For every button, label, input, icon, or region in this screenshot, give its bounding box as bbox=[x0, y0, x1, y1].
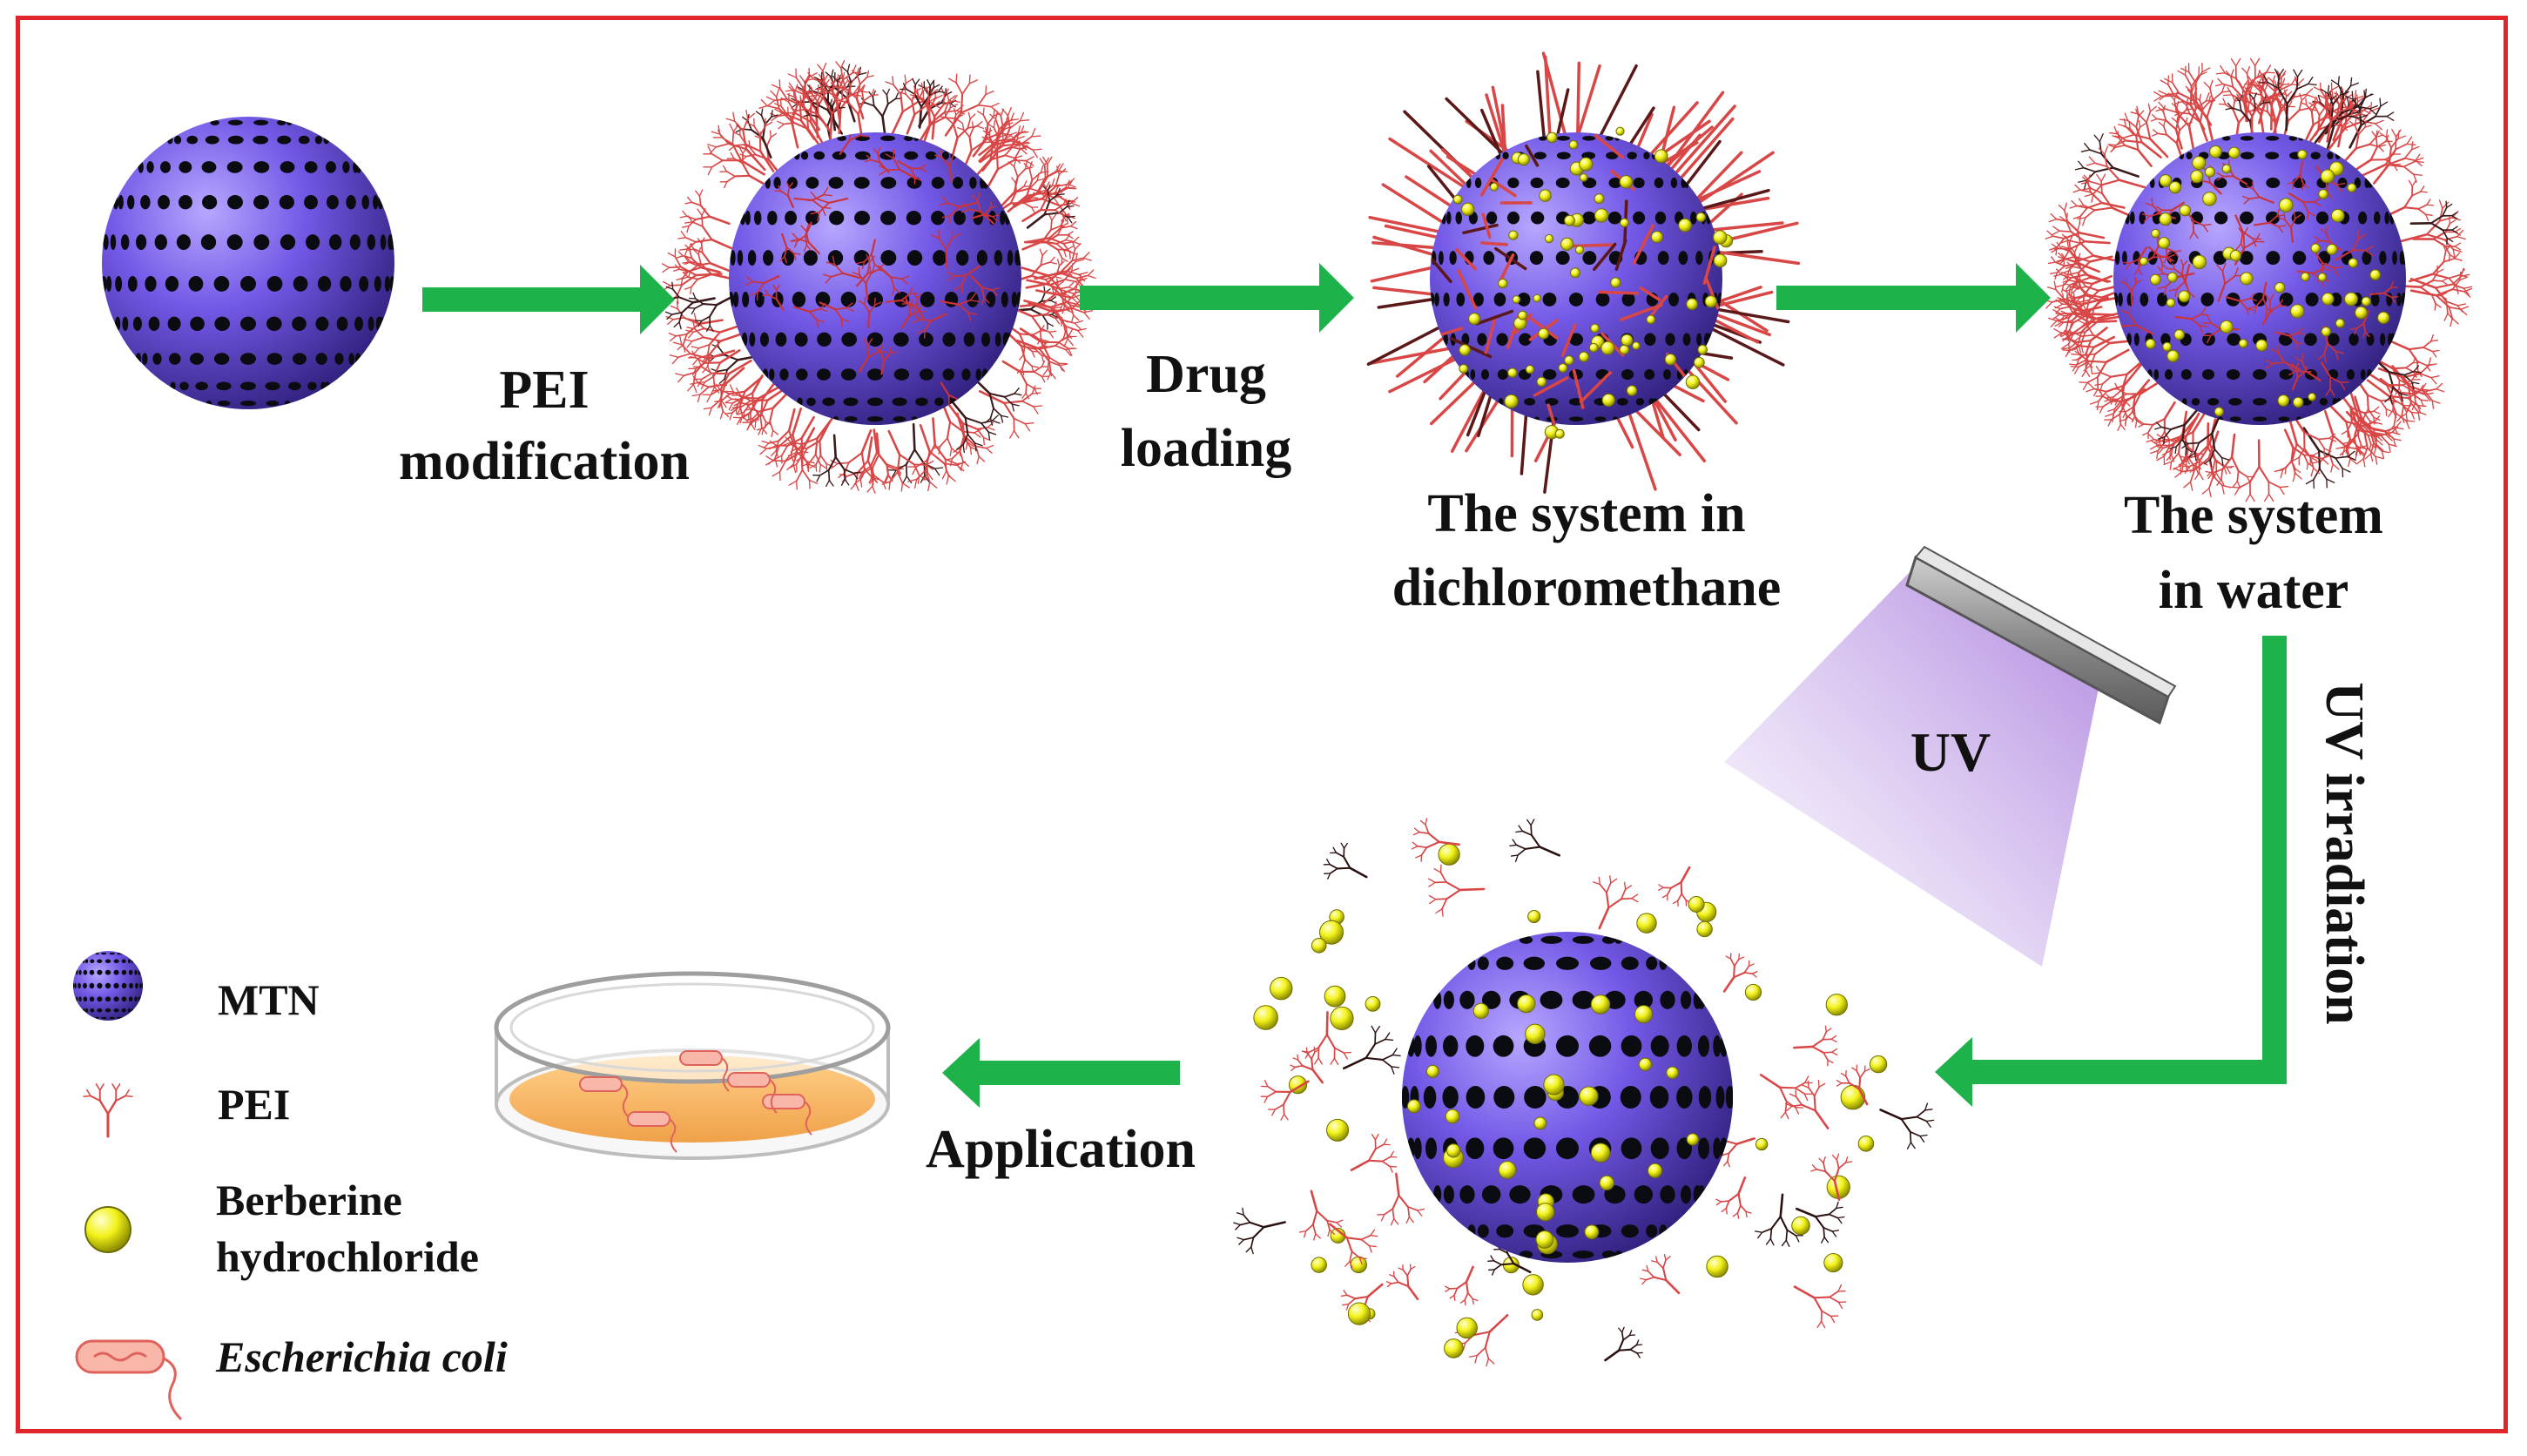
label-system-water-2: in water bbox=[2159, 561, 2349, 620]
label-system-dcm-2: dichloromethane bbox=[1392, 558, 1782, 617]
label-pei-modification-1: PEI bbox=[499, 361, 589, 420]
label-drug-loading-1: Drug bbox=[1146, 345, 1266, 404]
pei-modified-sphere bbox=[661, 59, 1096, 494]
arrow-application bbox=[942, 1038, 1180, 1108]
label-pei-modification-2: modification bbox=[399, 432, 690, 491]
legend-pei: PEI bbox=[218, 1080, 290, 1129]
label-system-dcm-1: The system in bbox=[1427, 484, 1745, 543]
petri-dish-icon bbox=[494, 971, 891, 1160]
label-uv-lamp: UV bbox=[1910, 721, 1991, 783]
legend-mtn: MTN bbox=[218, 975, 320, 1024]
label-system-water-1: The system bbox=[2124, 486, 2383, 545]
legend-berberine-1: Berberine bbox=[216, 1176, 402, 1224]
arrow-pei-modification bbox=[422, 265, 675, 334]
label-application: Application bbox=[926, 1120, 1196, 1179]
mtn-sphere-1 bbox=[102, 117, 394, 409]
arrow-drug-loading bbox=[1080, 263, 1354, 333]
legend-berberine-2: hydrochloride bbox=[216, 1232, 479, 1281]
drug-loaded-sphere-water bbox=[2043, 57, 2473, 502]
pei-branch-icon bbox=[83, 1083, 133, 1138]
diagram-frame bbox=[16, 16, 2508, 1433]
arrow-uv-irradiation bbox=[1935, 636, 2287, 1107]
legend: MTN PEI Berberine hydrochloride Escheric… bbox=[73, 951, 508, 1421]
arrow-to-water bbox=[1776, 263, 2051, 333]
drug-loaded-sphere-dcm bbox=[1366, 51, 1801, 494]
ecoli-bacterium-icon bbox=[75, 1339, 183, 1421]
mtn-sphere-icon bbox=[73, 951, 143, 1021]
legend-ecoli: Escherichia coli bbox=[215, 1332, 508, 1381]
uv-lamp-icon bbox=[1724, 545, 2177, 967]
berberine-dot-icon bbox=[84, 1206, 131, 1253]
released-cargo-cloud bbox=[1233, 818, 1935, 1367]
label-uv-irradiation: UV irradiation bbox=[2315, 682, 2374, 1024]
label-drug-loading-2: loading bbox=[1121, 419, 1291, 478]
